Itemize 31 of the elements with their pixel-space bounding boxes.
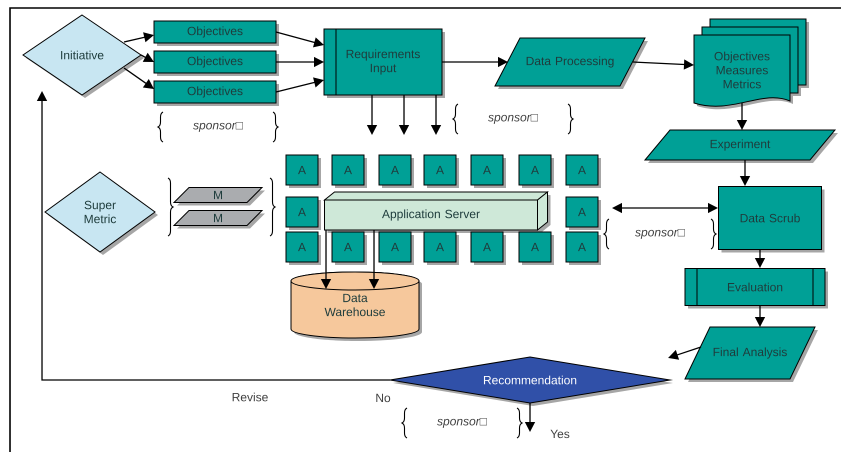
edge-label: Revise: [230, 392, 270, 402]
app-box: A: [286, 232, 321, 265]
app-box: A: [566, 154, 601, 188]
app-box: A: [424, 154, 459, 188]
label: sponsor□: [193, 122, 243, 132]
app-box: A: [566, 196, 601, 230]
label: sponsor□: [488, 114, 538, 124]
label: sponsor□: [635, 229, 685, 239]
app-box: A: [424, 232, 459, 265]
process-box: Objectives: [154, 20, 279, 46]
process-box: Requirements Input: [324, 28, 445, 98]
edge-label: Yes: [549, 428, 571, 440]
database-cylinder: Data Warehouse: [290, 272, 422, 341]
process-box: Objectives: [154, 80, 279, 106]
label: No: [376, 394, 390, 402]
process-box: Data Scrub: [718, 186, 824, 252]
process-box: Evaluation: [684, 268, 828, 308]
app-box: A: [378, 154, 414, 188]
app-box: A: [286, 154, 321, 188]
app-box: A: [470, 232, 506, 265]
label: sponsor□: [437, 418, 487, 428]
document-stack: Objectives Measures Metrics: [694, 18, 809, 110]
app-box: A: [286, 196, 321, 230]
app-box: A: [566, 232, 601, 265]
app-box: A: [332, 232, 367, 265]
app-box: A: [518, 232, 554, 265]
app-box: A: [332, 154, 367, 188]
process-box: Objectives: [154, 50, 279, 76]
app-box: A: [518, 154, 554, 188]
app-box: A: [378, 232, 414, 265]
app-box: A: [470, 154, 506, 188]
